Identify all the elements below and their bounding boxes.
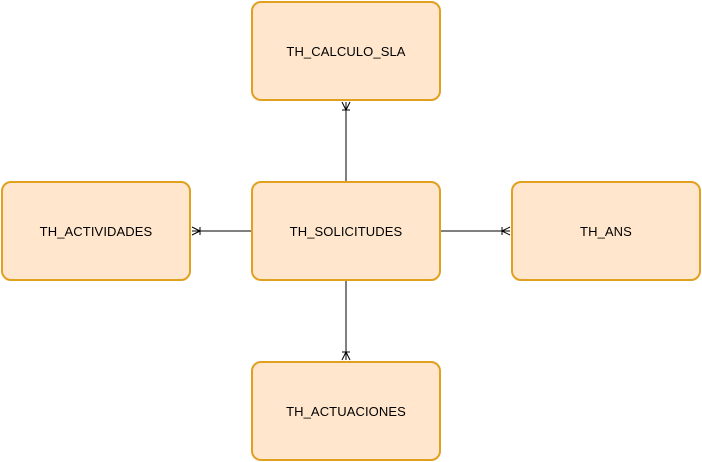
entity-th-calculo-sla[interactable]: TH_CALCULO_SLA	[251, 1, 441, 101]
entity-label: TH_ANS	[580, 223, 632, 239]
entity-label: TH_ACTIVIDADES	[39, 223, 153, 239]
crows-foot-icon	[191, 226, 201, 236]
entity-th-ans[interactable]: TH_ANS	[511, 181, 701, 281]
entity-th-actuaciones[interactable]: TH_ACTUACIONES	[251, 361, 441, 461]
connector-solicitudes-actividades[interactable]	[191, 226, 251, 236]
connector-solicitudes-actuaciones[interactable]	[341, 281, 351, 361]
entity-th-solicitudes[interactable]: TH_SOLICITUDES	[251, 181, 441, 281]
crows-foot-icon	[501, 226, 511, 236]
entity-label: TH_SOLICITUDES	[289, 223, 403, 239]
connector-solicitudes-ans[interactable]	[441, 226, 511, 236]
entity-label: TH_CALCULO_SLA	[286, 43, 406, 59]
connector-solicitudes-calculo-sla[interactable]	[341, 101, 351, 181]
entity-label: TH_ACTUACIONES	[286, 403, 406, 419]
entity-th-actividades[interactable]: TH_ACTIVIDADES	[1, 181, 191, 281]
crows-foot-icon	[341, 101, 351, 111]
crows-foot-icon	[341, 351, 351, 361]
